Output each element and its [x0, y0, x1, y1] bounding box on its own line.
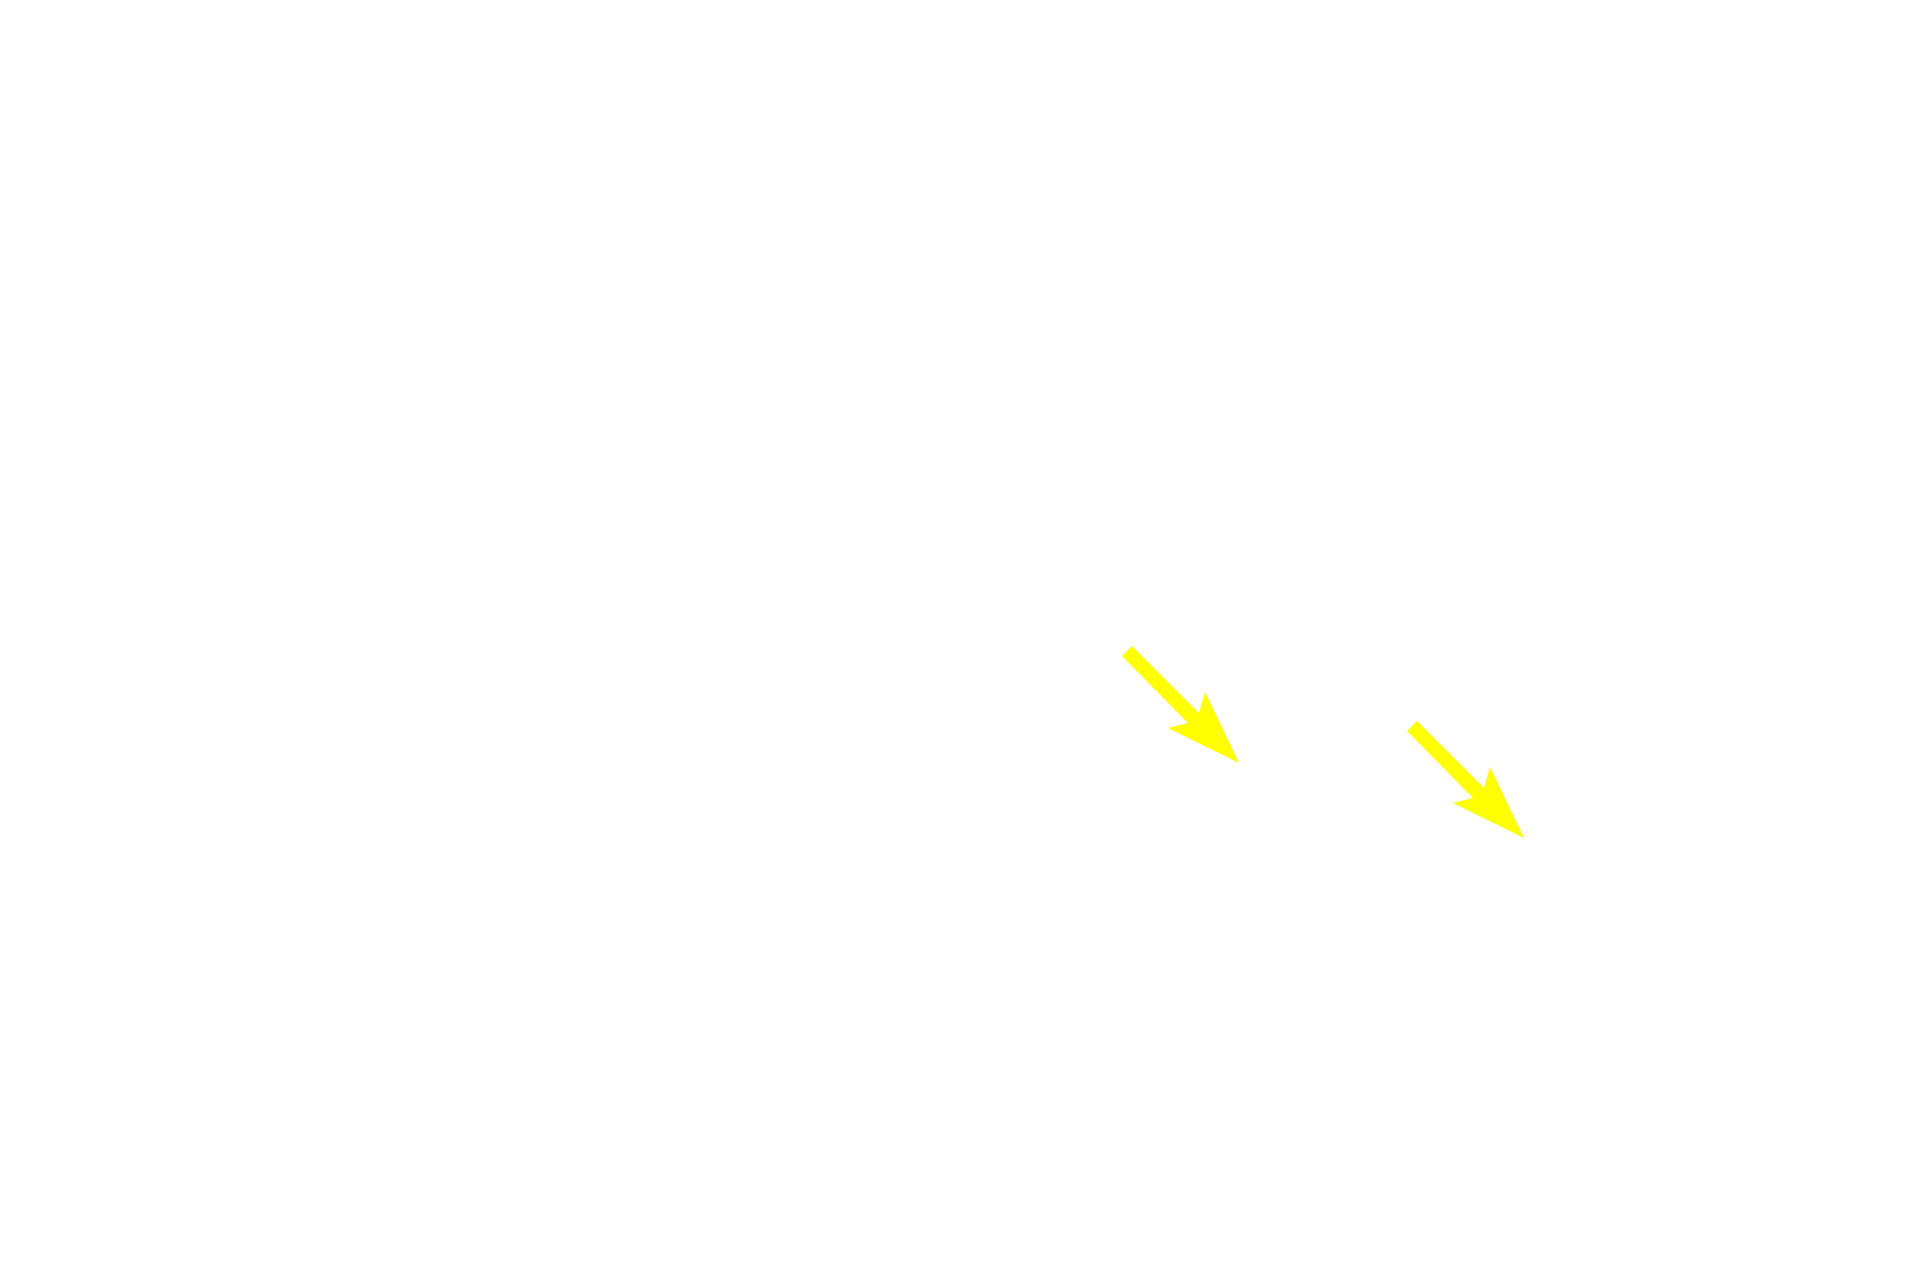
- arrow-icon: [1122, 646, 1239, 763]
- arrow-icon: [1407, 721, 1524, 838]
